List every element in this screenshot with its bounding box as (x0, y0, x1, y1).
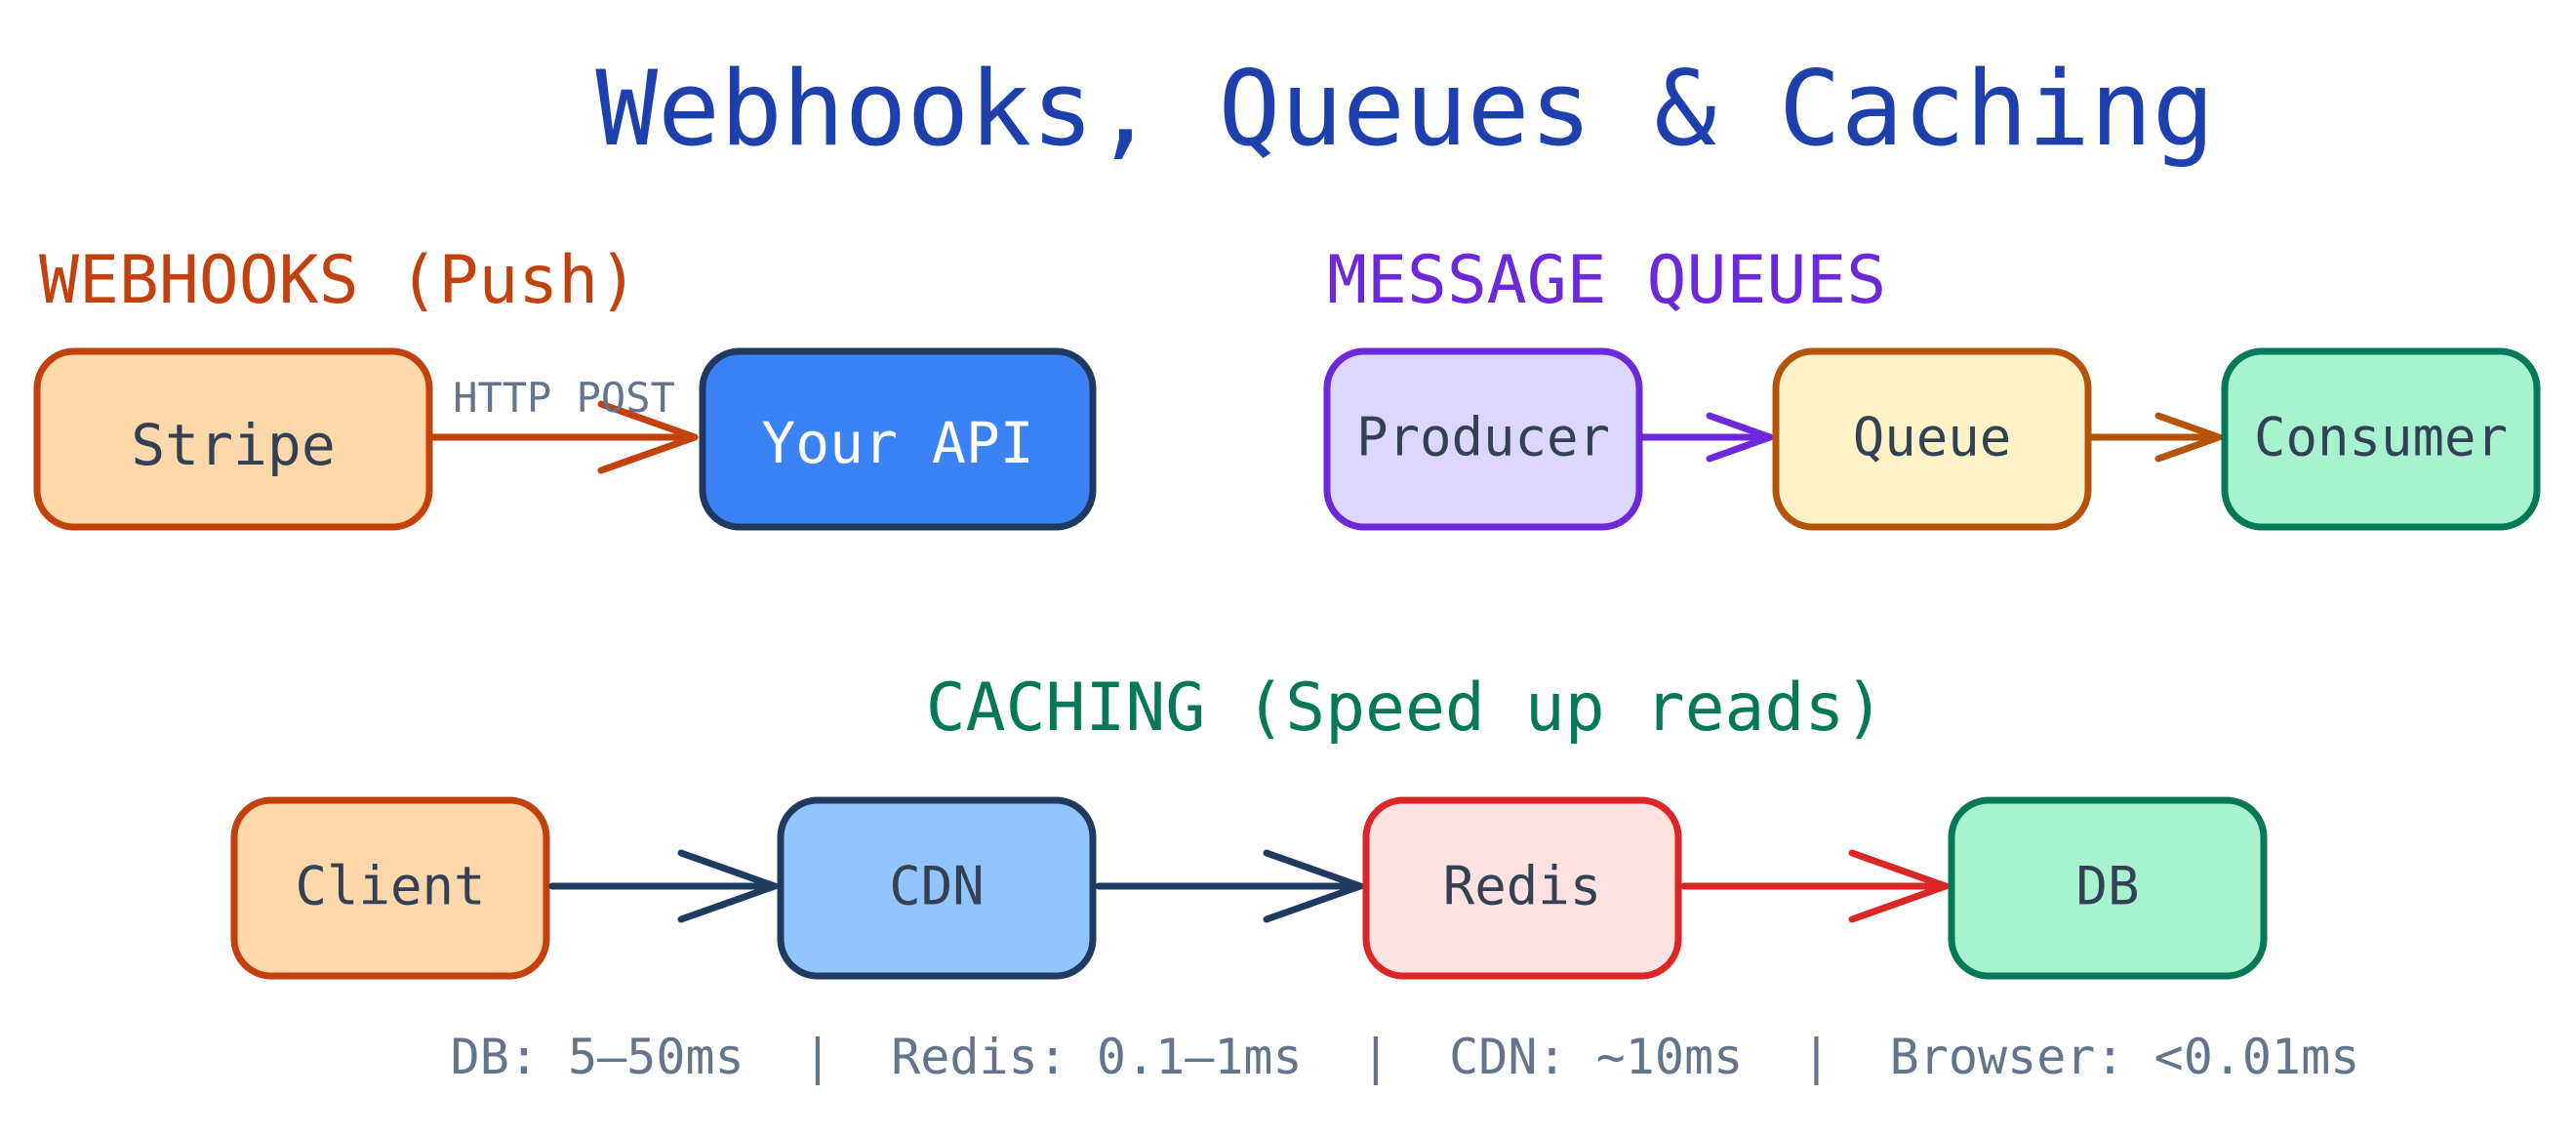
cdn-to-redis-arrow (1095, 849, 1364, 923)
producer-node: Producer (1323, 347, 1643, 531)
queues-section: MESSAGE QUEUES Producer Queue Consumer (1323, 242, 2541, 531)
consumer-node: Consumer (2221, 347, 2541, 531)
latency-footnote: DB: 5–50ms | Redis: 0.1–1ms | CDN: ~10ms… (451, 1029, 2360, 1085)
stripe-node: Stripe (33, 347, 433, 531)
db-label: DB (2075, 856, 2139, 917)
caching-heading: CACHING (Speed up reads) (926, 669, 1885, 747)
queue-node: Queue (1772, 347, 2092, 531)
webhooks-section: WEBHOOKS (Push) Stripe HTTP POST Your AP… (33, 242, 1097, 531)
client-label: Client (295, 856, 485, 917)
producer-label: Producer (1356, 407, 1610, 468)
queues-heading: MESSAGE QUEUES (1327, 242, 1886, 319)
queue-to-consumer-arrow (2088, 412, 2223, 463)
client-node: Client (230, 796, 550, 980)
caching-section: CACHING (Speed up reads) Client CDN Redi… (230, 669, 2360, 1085)
redis-to-db-arrow (1680, 849, 1950, 923)
your-api-node: Your API (699, 347, 1097, 531)
cdn-label: CDN (889, 856, 985, 917)
diagram-title: Webhooks, Queues & Caching (595, 49, 2214, 169)
client-to-cdn-arrow (548, 849, 779, 923)
stripe-label: Stripe (131, 412, 336, 478)
producer-to-queue-arrow (1639, 412, 1774, 463)
webhook-arrow (428, 400, 699, 474)
your-api-label: Your API (761, 410, 1033, 476)
consumer-label: Consumer (2254, 407, 2508, 468)
db-node: DB (1948, 796, 2268, 980)
redis-label: Redis (1443, 856, 1602, 917)
http-post-label: HTTP POST (453, 374, 675, 422)
redis-node: Redis (1362, 796, 1682, 980)
webhooks-heading: WEBHOOKS (Push) (39, 242, 638, 319)
cdn-node: CDN (777, 796, 1097, 980)
queue-label: Queue (1853, 407, 2012, 468)
